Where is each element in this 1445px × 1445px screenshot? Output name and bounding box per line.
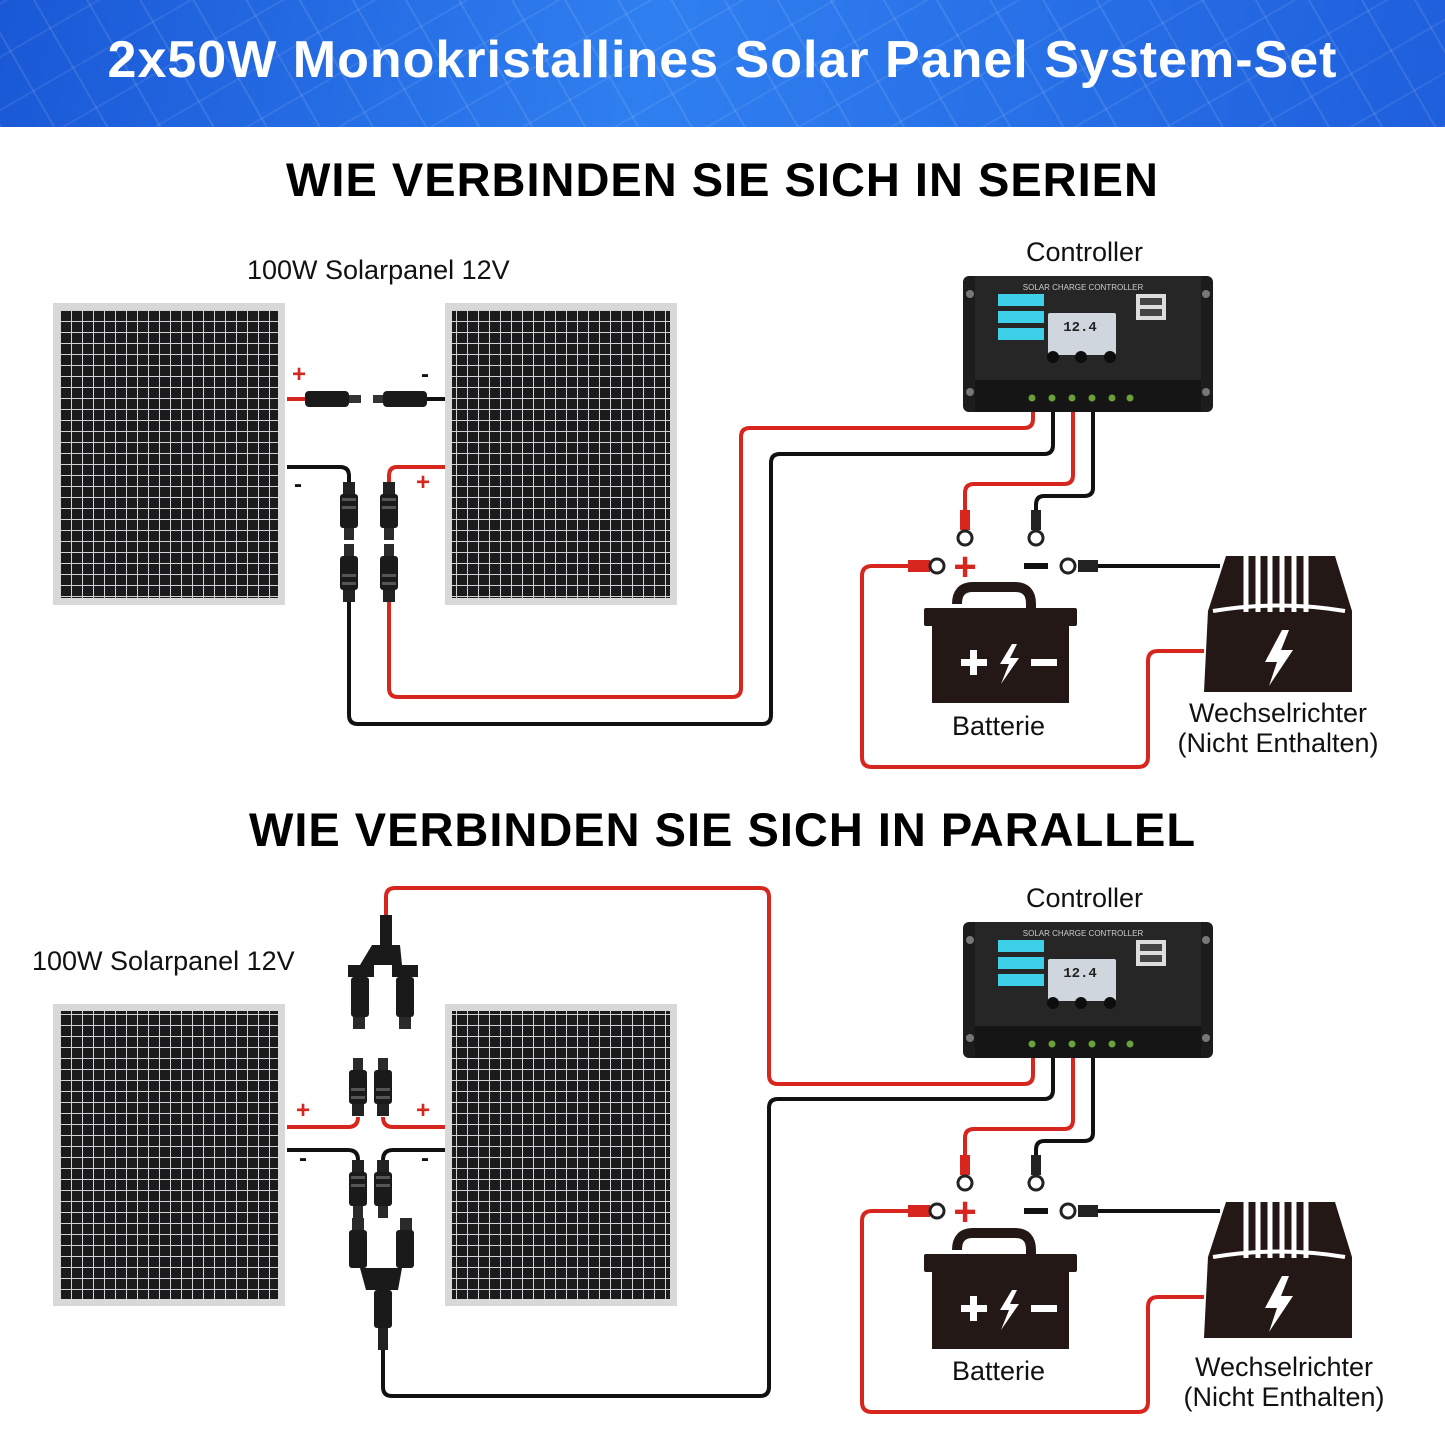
- parallel-controller-brand: SOLAR CHARGE CONTROLLER: [1023, 929, 1144, 938]
- parallel-battery-minus-mark: [1024, 1208, 1048, 1214]
- parallel-inverter-label-line2: (Nicht Enthalten): [1183, 1382, 1385, 1412]
- parallel-y-branch-bottom: [349, 1218, 414, 1350]
- series-positive-wire: [387, 412, 1035, 699]
- parallel-minus-left: -: [299, 1145, 307, 1172]
- series-controller-display: 12.4: [1063, 320, 1097, 336]
- series-solar-panel-right: [445, 303, 677, 605]
- series-controller-device: SOLAR CHARGE CONTROLLER 12.4: [963, 276, 1213, 412]
- parallel-mc4-connector-neg-right: [374, 1160, 392, 1218]
- series-controller-label: Controller: [1026, 237, 1144, 267]
- series-negative-wire: [347, 412, 1055, 726]
- parallel-y-branch-top: [348, 915, 418, 1029]
- series-battery-label: Batterie: [952, 711, 1046, 741]
- series-plus-mid: +: [416, 469, 430, 496]
- parallel-controller-device: SOLAR CHARGE CONTROLLER 12.4: [963, 922, 1213, 1058]
- series-controller-brand: SOLAR CHARGE CONTROLLER: [1023, 283, 1144, 292]
- parallel-panel-label: 100W Solarpanel 12V: [32, 946, 295, 976]
- parallel-battery-plus: +: [953, 1190, 976, 1234]
- series-inverter-label-line2: (Nicht Enthalten): [1177, 728, 1379, 758]
- solar-grid-background: [0, 0, 1445, 127]
- series-battery-icon: [924, 582, 1077, 703]
- series-mc4-connector-pos-upper: [380, 482, 398, 540]
- series-battery-plus: +: [953, 545, 976, 589]
- series-mc4-connector-top-left: [305, 391, 361, 407]
- parallel-mc4-connector-pos-left: [349, 1058, 367, 1116]
- parallel-plus-right: +: [416, 1097, 430, 1124]
- parallel-solar-panel-right: [445, 1004, 677, 1306]
- parallel-negative-wire: [381, 1058, 1055, 1398]
- series-plus-top: +: [292, 361, 306, 388]
- parallel-battery-icon: [924, 1228, 1077, 1349]
- parallel-battery-label: Batterie: [952, 1356, 1046, 1386]
- series-section-title: WIE VERBINDEN SIE SICH IN SERIEN: [286, 153, 1159, 206]
- series-minus-top: -: [421, 361, 429, 388]
- series-mc4-connector-neg-lower: [340, 544, 358, 602]
- parallel-mc4-connector-pos-right: [374, 1058, 392, 1116]
- series-battery-minus-mark: [1024, 563, 1048, 569]
- page-title: 2x50W Monokristallines Solar Panel Syste…: [107, 31, 1338, 89]
- parallel-section-title: WIE VERBINDEN SIE SICH IN PARALLEL: [248, 803, 1197, 856]
- series-battery-inverter-positive-wire: [860, 564, 1204, 769]
- series-mc4-connector-neg-upper: [340, 482, 358, 540]
- series-solar-panel-left: [53, 303, 285, 605]
- series-panel-label: 100W Solarpanel 12V: [247, 255, 510, 285]
- parallel-diagram: + + - -: [53, 886, 1352, 1414]
- header-banner: 2x50W Monokristallines Solar Panel Syste…: [0, 0, 1445, 127]
- parallel-positive-wire: [384, 886, 1035, 1086]
- parallel-solar-panel-left: [53, 1004, 285, 1306]
- parallel-battery-inverter-positive-wire: [860, 1209, 1204, 1414]
- series-mc4-connector-top-right: [373, 391, 427, 407]
- parallel-inverter-icon: [1204, 1192, 1352, 1338]
- parallel-minus-right: -: [421, 1145, 429, 1172]
- parallel-plus-left: +: [296, 1097, 310, 1124]
- parallel-controller-label: Controller: [1026, 883, 1144, 913]
- parallel-mc4-connector-neg-left: [349, 1160, 367, 1218]
- parallel-controller-display: 12.4: [1063, 966, 1097, 982]
- parallel-inverter-label-line1: Wechselrichter: [1194, 1352, 1374, 1382]
- parallel-inverter-label: Wechselrichter (Nicht Enthalten): [1166, 1352, 1402, 1412]
- series-inverter-icon: [1204, 546, 1352, 692]
- series-minus-mid: -: [294, 471, 302, 498]
- series-inverter-label-line1: Wechselrichter: [1188, 698, 1368, 728]
- series-mc4-connector-pos-lower: [380, 544, 398, 602]
- series-diagram: + - - +: [53, 276, 1352, 769]
- series-inverter-label: Wechselrichter (Nicht Enthalten): [1160, 698, 1396, 758]
